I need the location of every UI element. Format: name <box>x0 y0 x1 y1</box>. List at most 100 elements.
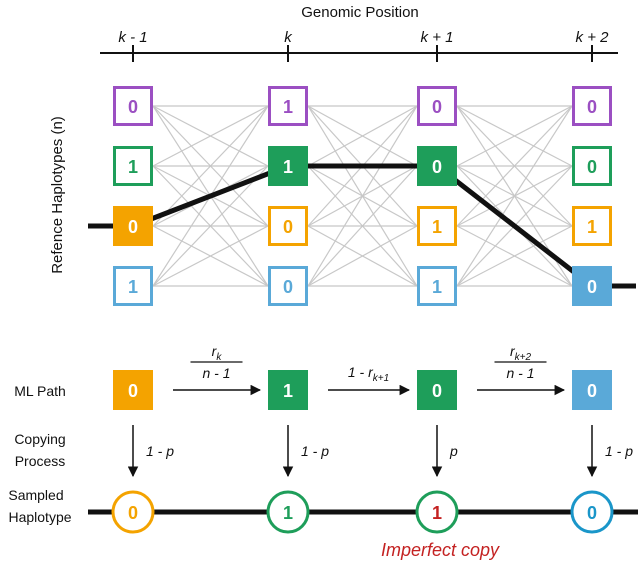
haplotype-cell-value: 1 <box>283 97 293 117</box>
haplotype-cell-box <box>417 206 457 246</box>
haplotype-cell: 0 <box>572 146 612 186</box>
haplotype-cell: 0 <box>113 206 153 246</box>
reference-haplotype-grid: 0 1 0 1 1 1 0 0 0 0 1 1 0 0 1 0 <box>113 86 612 306</box>
position-ticks: k - 1 k k + 1 k + 2 <box>118 29 609 62</box>
transition-probability: 1 - rk+1 <box>348 364 389 384</box>
haplotype-cell-value: 0 <box>587 157 597 177</box>
position-tick-label: k + 2 <box>576 29 610 46</box>
haplotype-cell-box <box>113 266 153 306</box>
transition-numerator: rk <box>212 343 223 363</box>
haplotype-cell-box <box>268 146 308 186</box>
position-tick-label: k - 1 <box>118 29 147 46</box>
haplotype-cell-value: 0 <box>283 277 293 297</box>
transition-line <box>152 165 269 287</box>
transition-line <box>307 225 418 287</box>
copying-label-line2: Process <box>15 453 66 469</box>
sampled-allele-value: 0 <box>128 503 138 523</box>
copy-probability: p <box>449 443 458 459</box>
transition-line <box>152 105 269 227</box>
haplotype-cell-box <box>417 266 457 306</box>
haplotype-cell-value: 0 <box>587 97 597 117</box>
sampled-allele-circle <box>415 490 459 534</box>
haplotype-cell: 1 <box>113 146 153 186</box>
sampled-allele-value: 1 <box>283 503 293 523</box>
transition-line <box>307 165 418 287</box>
haplotype-cell-box <box>572 266 612 306</box>
sampled-allele-value: 1 <box>432 503 442 523</box>
haplotype-cell-box <box>268 206 308 246</box>
ml-path-cell-value: 0 <box>587 381 597 401</box>
ml-path-row: 0 1 0 0 rk n - 1 1 - rk+1 rk+2 n - 1 <box>113 343 612 410</box>
transition-numerator: rk+2 <box>510 343 532 363</box>
ml-path-cell <box>417 370 457 410</box>
sampled-allele-circle <box>111 490 155 534</box>
sampled-allele-value: 0 <box>587 503 597 523</box>
haplotype-cell-box <box>268 266 308 306</box>
transition-line <box>152 105 269 167</box>
copy-probability: 1 - p <box>605 443 633 459</box>
haplotype-cell-value: 0 <box>283 217 293 237</box>
position-tick-label: k + 1 <box>421 29 454 46</box>
ml-path-cell <box>268 370 308 410</box>
haplotype-cell-box <box>417 146 457 186</box>
transition-denominator: n - 1 <box>506 365 534 381</box>
copy-probability: 1 - p <box>301 443 329 459</box>
haplotype-cell-value: 1 <box>432 277 442 297</box>
ml-path-cell <box>113 370 153 410</box>
transition-line <box>456 225 573 287</box>
haplotype-cell-value: 1 <box>128 277 138 297</box>
sampled-haplotype-row: 0 1 1 0 <box>111 490 614 534</box>
haplotype-cell: 0 <box>417 146 457 186</box>
haplotype-cell-box <box>417 86 457 126</box>
copy-probability: 1 - p <box>146 443 174 459</box>
transition-line <box>456 105 573 287</box>
haplotype-cell: 0 <box>572 86 612 126</box>
haplotype-cell-box <box>113 146 153 186</box>
haplotype-cell-box <box>572 146 612 186</box>
sampled-label-line1: Sampled <box>8 487 63 503</box>
transition-denominator: n - 1 <box>202 365 230 381</box>
copying-label-line1: Copying <box>14 431 65 447</box>
sampled-label-line2: Haplotype <box>8 509 71 525</box>
haplotype-cell-value: 0 <box>587 277 597 297</box>
haplotype-cell-value: 0 <box>128 217 138 237</box>
haplotype-cell: 0 <box>572 266 612 306</box>
haplotype-cell-box <box>113 206 153 246</box>
haplotype-cell-box <box>268 86 308 126</box>
haplotype-cell: 1 <box>417 206 457 246</box>
transition-line <box>307 105 418 167</box>
haplotype-cell: 0 <box>417 86 457 126</box>
haplotype-cell: 1 <box>268 86 308 126</box>
transition-line <box>456 105 573 167</box>
diagram-title: Genomic Position <box>301 4 419 21</box>
transition-line <box>152 225 269 287</box>
transition-line <box>307 105 418 287</box>
imperfect-copy-note: Imperfect copy <box>381 540 500 560</box>
haplotype-cell-box <box>572 86 612 126</box>
haplotype-cell-box <box>572 206 612 246</box>
haplotype-cell-value: 1 <box>283 157 293 177</box>
ml-path-cell-value: 1 <box>283 381 293 401</box>
haplotype-cell: 1 <box>268 146 308 186</box>
ml-path-cell-value: 0 <box>128 381 138 401</box>
haplotype-cell: 1 <box>417 266 457 306</box>
ml-path-cell-value: 0 <box>432 381 442 401</box>
position-tick-label: k <box>284 29 293 46</box>
transition-line <box>456 105 573 227</box>
haplotype-cell: 0 <box>113 86 153 126</box>
haplotype-cell: 1 <box>572 206 612 246</box>
ml-path-label: ML Path <box>14 383 66 399</box>
sampled-allele-circle <box>266 490 310 534</box>
haplotype-cell: 0 <box>268 206 308 246</box>
haplotype-cell: 0 <box>268 266 308 306</box>
sampled-allele-circle <box>570 490 614 534</box>
y-axis-label: Refence Haplotypes (n) <box>49 116 66 274</box>
haplotype-cell-value: 1 <box>587 217 597 237</box>
haplotype-cell-value: 0 <box>432 97 442 117</box>
haplotype-cell-value: 0 <box>432 157 442 177</box>
haplotype-cell-box <box>113 86 153 126</box>
haplotype-cell-value: 1 <box>432 217 442 237</box>
haplotype-cell: 1 <box>113 266 153 306</box>
haplotype-cell-value: 1 <box>128 157 138 177</box>
